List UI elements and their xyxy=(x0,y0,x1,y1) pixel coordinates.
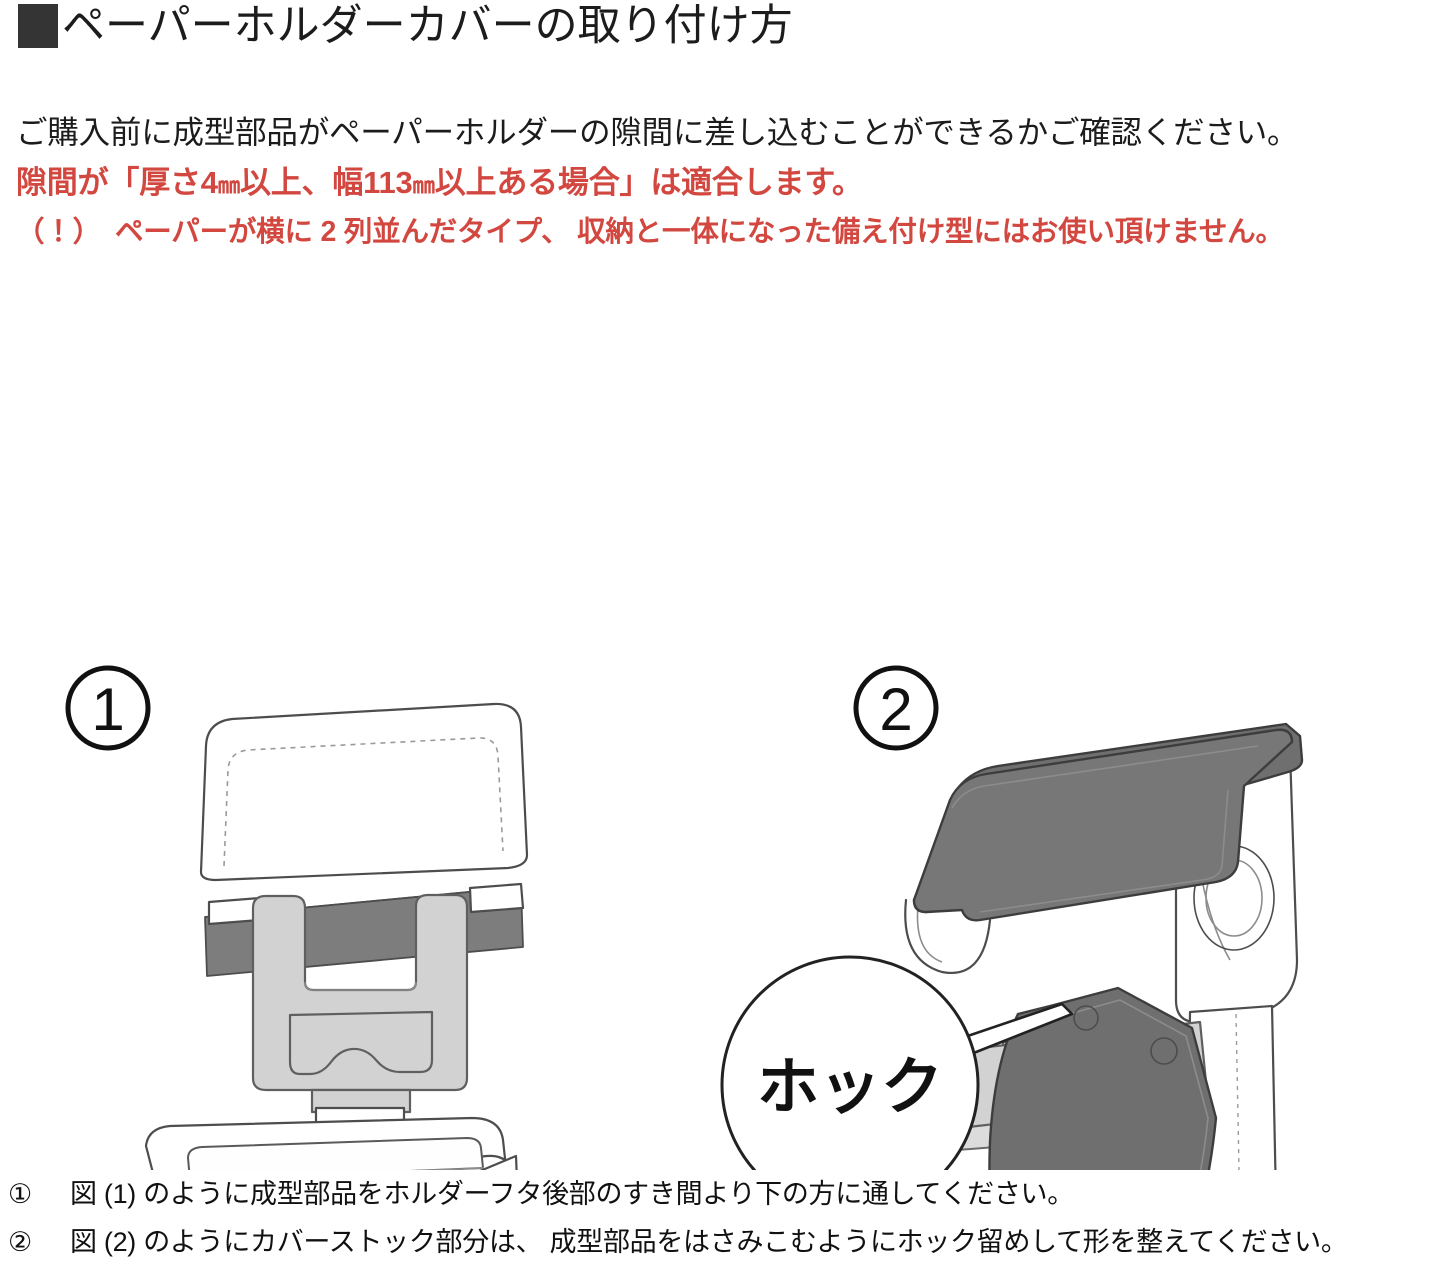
incompatible-warning-text: （！） ペーパーが横に 2 列並んだタイプ、 収納と一体になった備え付け型にはお… xyxy=(16,216,1284,248)
figure-2-group: 2 xyxy=(720,665,1304,1170)
figure-2-badge: 2 xyxy=(853,665,939,751)
instruction-item-1: ① 図 (1) のように成型部品をホルダーフタ後部のすき間より下の方に通してくださ… xyxy=(8,1178,1074,1210)
instruction-marker-1: ① xyxy=(8,1179,32,1209)
instruction-item-2: ② 図 (2) のようにカバーストック部分は、 成型部品をはさみこむようにホック留… xyxy=(8,1226,1348,1258)
square-bullet-icon xyxy=(18,4,58,48)
fit-unit-thickness: ㎜ xyxy=(217,173,240,198)
lid-tab-right xyxy=(468,882,525,914)
cover-flap-top-dark xyxy=(912,722,1304,922)
hook-callout: ホック xyxy=(720,955,980,1170)
paper-holder-body xyxy=(144,1116,518,1170)
illustration-area: .ol { fill:none; stroke:#4d4d4d; stroke-… xyxy=(0,300,1435,1170)
svg-text:1: 1 xyxy=(91,676,124,743)
svg-text:2: 2 xyxy=(879,676,912,743)
figure-1-group: 1 xyxy=(65,665,529,1170)
figure-1-badge: 1 xyxy=(65,665,151,751)
page-title-text: ペーパーホルダーカバーの取り付け方 xyxy=(62,1,793,50)
cover-stock-dark xyxy=(988,986,1218,1170)
intro-paragraph: ご購入前に成型部品がペーパーホルダーの隙間に差し込むことができるかご確認ください… xyxy=(16,114,1299,150)
instruction-marker-2: ② xyxy=(8,1227,32,1257)
hook-callout-label: ホック xyxy=(757,1053,943,1122)
holder-lid-outline xyxy=(199,702,529,882)
fit-unit-width: ㎜ xyxy=(412,173,435,198)
fit-prefix: 隙間が「厚さ4 xyxy=(16,165,218,200)
instruction-text-1: 図 (1) のように成型部品をホルダーフタ後部のすき間より下の方に通してください… xyxy=(70,1179,1074,1209)
fit-suffix: 以上ある場合」は適合します。 xyxy=(434,165,863,200)
fit-requirement-text: 隙間が「厚さ4㎜以上、幅113㎜以上ある場合」は適合します。 xyxy=(16,164,863,201)
fit-mid: 以上、幅113 xyxy=(239,165,413,200)
page-title: ペーパーホルダーカバーの取り付け方 xyxy=(18,4,793,48)
instruction-text-2: 図 (2) のようにカバーストック部分は、 成型部品をはさみこむようにホック留め… xyxy=(70,1227,1348,1257)
molded-part-bracket xyxy=(251,893,469,1114)
